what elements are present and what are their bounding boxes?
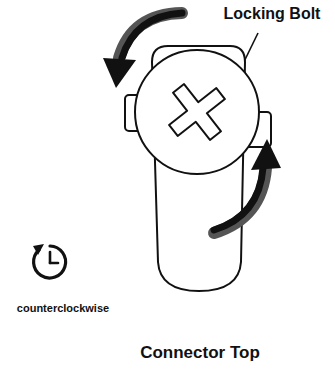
- caption: Connector Top: [140, 343, 260, 363]
- clock-icon: [33, 244, 66, 278]
- rotation-arrow: [214, 139, 281, 233]
- direction-label: counterclockwise: [17, 302, 109, 314]
- cross-slot: [155, 70, 239, 154]
- part-label: Locking Bolt: [224, 5, 321, 23]
- rotation-arrow: [103, 13, 182, 88]
- locking-bolt: [135, 50, 259, 174]
